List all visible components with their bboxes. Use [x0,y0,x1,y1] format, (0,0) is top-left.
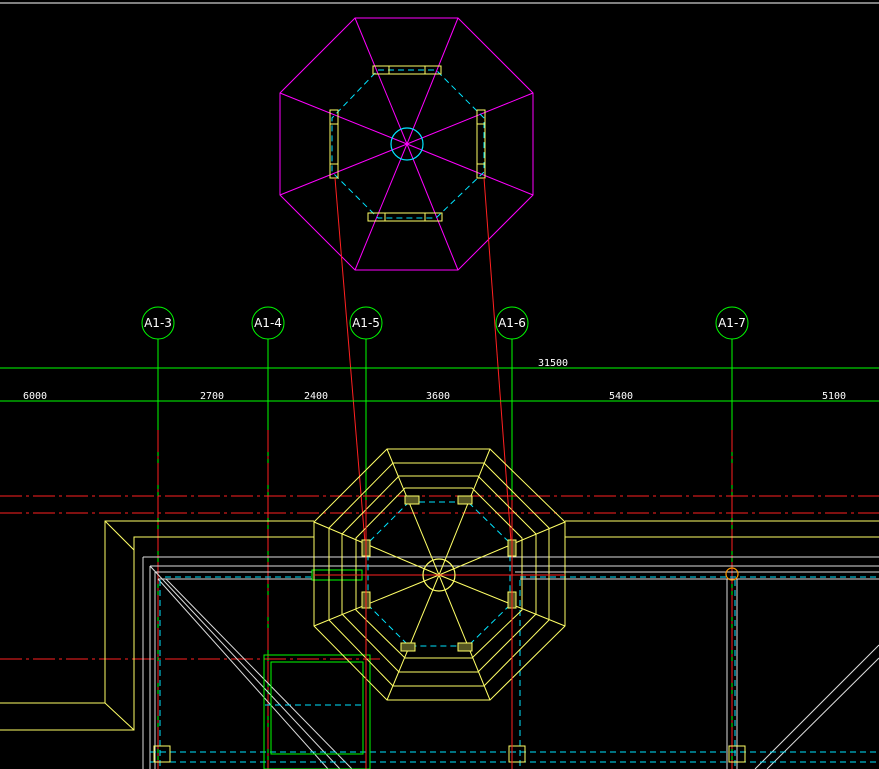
pavilion-red-axes [365,500,513,769]
columns [153,745,746,763]
axis-label: A1-4 [254,316,282,330]
dimension-span-2: 2700 [200,391,224,402]
axis-bubble-a1-3[interactable]: A1-3 [141,306,175,340]
hip-lines [149,565,879,769]
lower-octagon-ring-3 [355,487,523,659]
column-round-a1-7 [725,567,739,581]
dimension-span-4: 3600 [426,391,450,402]
upper-inner-octagon [331,69,485,219]
eave-outline-right [565,520,879,538]
dimension-span-1: 6000 [23,391,47,402]
dimension-span-6: 5100 [822,391,846,402]
projection-leaders [334,177,513,556]
dimension-span-3: 2400 [304,391,328,402]
stair-box [263,572,371,769]
dimension-span-5: 5400 [609,391,633,402]
axis-bubble-a1-7[interactable]: A1-7 [715,306,749,340]
eave-outline-left [0,520,314,731]
dimension-overall: 31500 [538,358,568,369]
upper-center-post [390,127,424,161]
axis-label: A1-3 [144,316,172,330]
walls [142,556,879,769]
lower-octagon-ring-2 [341,475,537,673]
axis-label: A1-7 [718,316,746,330]
axis-label: A1-6 [498,316,526,330]
axis-bubble-a1-6[interactable]: A1-6 [495,306,529,340]
lower-center-post [422,558,456,592]
axis-label: A1-5 [352,316,380,330]
axis-grid [0,339,879,769]
upper-spokes [279,17,534,271]
upper-beams [329,65,486,222]
upper-octagon-plan [279,17,534,271]
axis-bubble-a1-5[interactable]: A1-5 [349,306,383,340]
centerlines [0,430,879,769]
axis-bubble-a1-4[interactable]: A1-4 [251,306,285,340]
lower-hatched-columns [361,495,517,652]
lower-spokes [313,448,566,701]
